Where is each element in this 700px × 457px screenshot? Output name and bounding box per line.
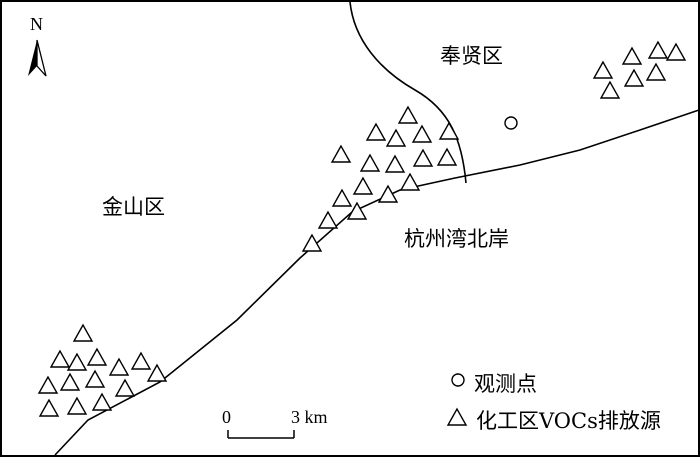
emission-source-triangle	[108, 357, 130, 376]
emission-source-triangle	[66, 396, 88, 415]
north-arrow-outline-half	[36, 39, 47, 77]
scale-bar-start-label: 0	[222, 407, 231, 427]
emission-source-triangle	[91, 392, 113, 411]
emission-source-triangle	[385, 128, 407, 147]
emission-source-triangle	[365, 122, 387, 141]
emission-source-triangle	[412, 148, 434, 167]
emission-source-triangle	[301, 233, 323, 252]
region-label-jinshan: 金山区	[102, 195, 165, 219]
emission-source-triangle	[599, 80, 621, 99]
emission-source-triangle	[146, 363, 168, 382]
scale-bar	[227, 430, 295, 439]
emission-source-triangle	[114, 378, 136, 397]
emission-source-triangle	[397, 105, 419, 124]
emission-source-triangle	[130, 351, 152, 370]
emission-source-triangle	[436, 147, 458, 166]
coastline	[54, 109, 700, 456]
scale-bar-end-label: 3 km	[291, 407, 328, 427]
emission-source-triangle	[59, 372, 81, 391]
emission-source-triangle	[592, 60, 614, 79]
emission-source-triangle	[84, 369, 106, 388]
emission-source-triangle	[352, 176, 374, 195]
emission-source-triangle	[645, 62, 667, 81]
emission-source-triangle	[38, 398, 60, 417]
emission-source-triangle	[346, 201, 368, 220]
north-arrow-label: N	[30, 14, 43, 34]
emission-source-triangle	[37, 375, 59, 394]
observation-point-marker	[504, 116, 518, 130]
legend-observation-label: 观测点	[474, 372, 537, 396]
emission-source-triangle	[331, 188, 353, 207]
emission-source-triangle	[377, 184, 399, 203]
legend-source-symbol	[446, 407, 468, 426]
emission-source-triangle	[623, 68, 645, 87]
emission-source-triangle	[665, 42, 687, 61]
emission-source-triangle	[411, 124, 433, 143]
emission-source-triangle	[72, 323, 94, 342]
emission-source-triangle	[86, 347, 108, 366]
region-label-fengxian: 奉贤区	[440, 44, 503, 68]
emission-source-triangle	[330, 144, 352, 163]
emission-source-triangle	[647, 40, 669, 59]
emission-source-triangle	[359, 153, 381, 172]
legend-source-label: 化工区VOCs排放源	[476, 409, 661, 433]
emission-source-triangle	[399, 172, 421, 191]
north-arrow-filled-half	[28, 40, 37, 76]
district-boundary	[349, 1, 467, 184]
emission-source-triangle	[438, 121, 460, 140]
legend-observation-symbol	[451, 373, 465, 387]
emission-source-triangle	[66, 352, 88, 371]
region-label-bay: 杭州湾北岸	[404, 227, 509, 251]
emission-sources-layer	[37, 40, 687, 417]
emission-source-triangle	[384, 154, 406, 173]
emission-source-triangle	[49, 349, 71, 368]
north-arrow	[28, 39, 47, 77]
emission-source-triangle	[317, 210, 339, 229]
emission-source-triangle	[621, 46, 643, 65]
